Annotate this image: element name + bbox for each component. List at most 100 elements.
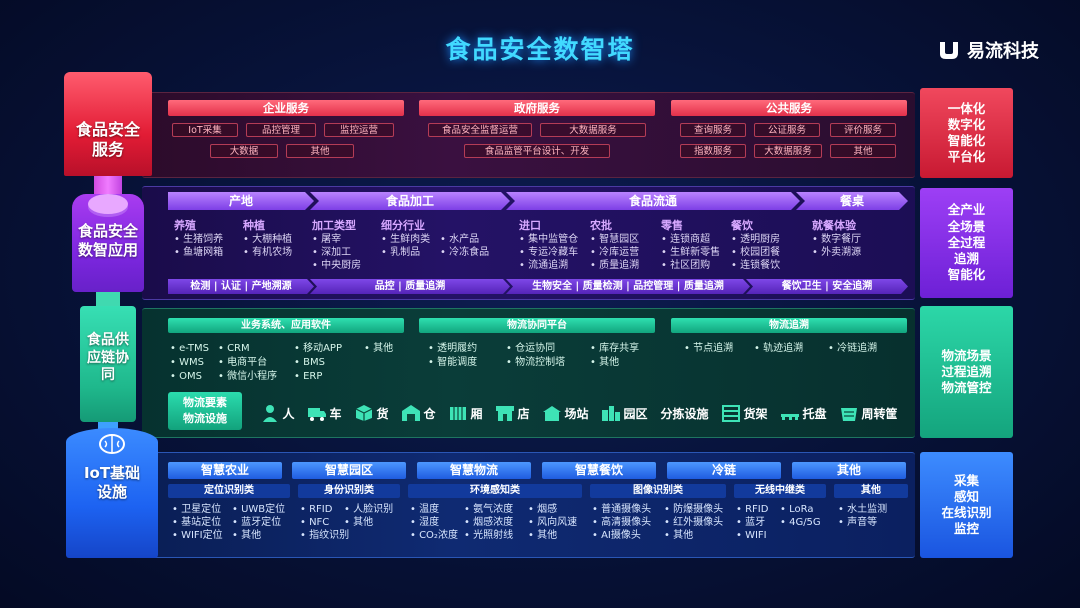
logistics-elements-label: 物流要素物流设施 bbox=[168, 392, 242, 430]
stage-origin: 产地 bbox=[168, 192, 314, 210]
service-pill[interactable]: 大数据服务 bbox=[540, 123, 646, 137]
software-item: • 其他 bbox=[364, 343, 394, 354]
app-col-title: 进口 bbox=[519, 219, 541, 232]
iot-item: • 卫星定位 bbox=[172, 504, 222, 515]
stage-circulation: 食品流通 bbox=[506, 192, 800, 210]
service-pill[interactable]: 其他 bbox=[286, 144, 354, 158]
element-pallet: 托盘 bbox=[780, 404, 827, 422]
stage-footer: 品控 | 质量追溯 bbox=[310, 279, 510, 294]
platform-item: • 其他 bbox=[590, 357, 620, 368]
app-item: • 连锁餐饮 bbox=[731, 260, 781, 271]
iot-item: • UWB定位 bbox=[232, 504, 286, 515]
page-title: 食品安全数智塔 bbox=[445, 35, 635, 64]
iot-header: 智慧物流 bbox=[417, 462, 531, 479]
iot-item: • 指纹识别 bbox=[300, 530, 350, 541]
software-header: 业务系统、应用软件 bbox=[168, 318, 404, 333]
store-icon bbox=[496, 406, 515, 421]
app-col-title: 就餐体验 bbox=[812, 219, 856, 232]
app-col-title: 餐饮 bbox=[731, 219, 753, 232]
app-item: • 生鲜新零售 bbox=[661, 247, 721, 258]
iot-subheader: 定位识别类 bbox=[168, 484, 290, 498]
app-item: • 数字餐厅 bbox=[812, 234, 862, 245]
service-pill[interactable]: 监控运营 bbox=[324, 123, 394, 137]
iot-item: • 湿度 bbox=[410, 517, 440, 528]
service-pill[interactable]: IoT采集 bbox=[172, 123, 238, 137]
stage-footer: 生物安全 | 质量检测 | 品控管理 | 质量追溯 bbox=[506, 279, 750, 294]
service-pill[interactable]: 公证服务 bbox=[754, 123, 820, 137]
software-item: • WMS bbox=[170, 357, 204, 368]
app-item: • 水产品 bbox=[440, 234, 480, 245]
trace-item: • 节点追溯 bbox=[684, 343, 734, 354]
iot-subheader: 其他 bbox=[834, 484, 908, 498]
service-pill[interactable]: 评价服务 bbox=[830, 123, 896, 137]
iot-item: • 普通摄像头 bbox=[592, 504, 652, 515]
shelf-icon bbox=[722, 405, 741, 422]
iot-item: • 风向风速 bbox=[528, 517, 578, 528]
app-col-title: 农批 bbox=[590, 219, 612, 232]
iot-item: • 光照射线 bbox=[464, 530, 514, 541]
service-pill[interactable]: 食品监管平台设计、开发 bbox=[464, 144, 610, 158]
service-pill[interactable]: 其他 bbox=[830, 144, 896, 158]
tower-layer-iot-label: IoT基础设施 bbox=[83, 464, 141, 501]
brand-logo: 易流科技 bbox=[936, 37, 1039, 63]
iot-subheader: 图像识别类 bbox=[590, 484, 726, 498]
service-pill[interactable]: 指数服务 bbox=[680, 144, 746, 158]
service-pill[interactable]: 大数据服务 bbox=[754, 144, 822, 158]
element-warehouse: 仓 bbox=[401, 404, 436, 422]
iot-item: • 声音等 bbox=[838, 517, 878, 528]
software-item: • 移动APP bbox=[294, 343, 342, 354]
service-pill[interactable]: 食品安全监督运营 bbox=[428, 123, 532, 137]
app-item: • 鱼塘网箱 bbox=[174, 247, 224, 258]
iot-item: • 高清摄像头 bbox=[592, 517, 652, 528]
stage-processing: 食品加工 bbox=[310, 192, 510, 210]
platform-item: • 仓运协同 bbox=[506, 343, 556, 354]
right-label-supply-text: 物流场景 过程追溯 物流管控 bbox=[941, 347, 992, 396]
app-item: • 质量追溯 bbox=[590, 260, 640, 271]
service-pill[interactable]: 查询服务 bbox=[680, 123, 746, 137]
iot-item: • 氨气浓度 bbox=[464, 504, 514, 515]
enterprise-service-header: 企业服务 bbox=[168, 100, 404, 116]
right-label-iot-text: 采集 感知 在线识别 监控 bbox=[941, 472, 992, 537]
iot-item: • CO₂浓度 bbox=[410, 530, 458, 541]
software-item: • OMS bbox=[170, 371, 202, 382]
logo-icon bbox=[940, 42, 958, 59]
person-icon bbox=[263, 405, 278, 422]
tower-layer-supply-label: 食品供应链协同 bbox=[87, 332, 129, 383]
platform-item: • 智能调度 bbox=[428, 357, 478, 368]
right-label-application-text: 全产业 全场景 全过程 追溯 智能化 bbox=[947, 202, 986, 283]
app-item: • 深加工 bbox=[312, 247, 352, 258]
tower-layer-supply: 食品供应链协同 bbox=[80, 306, 136, 422]
logistics-elements-label-text: 物流要素物流设施 bbox=[183, 396, 227, 425]
iot-item: • 温度 bbox=[410, 504, 440, 515]
element-truck: 车 bbox=[307, 404, 342, 422]
stage-table: 餐桌 bbox=[796, 192, 908, 210]
right-label-service: 一体化 数字化 智能化 平台化 bbox=[920, 88, 1013, 178]
iot-item: • 其他 bbox=[528, 530, 558, 541]
platform-item: • 库存共享 bbox=[590, 343, 640, 354]
iot-item: • NFC bbox=[300, 517, 330, 528]
stage-footer: 餐饮卫生 | 安全追溯 bbox=[746, 279, 908, 294]
app-item: • 大棚种植 bbox=[243, 234, 293, 245]
app-item: • 连锁商超 bbox=[661, 234, 711, 245]
tower-layer-service-label: 食品安全服务 bbox=[76, 120, 141, 159]
app-item: • 中央厨房 bbox=[312, 260, 362, 271]
iot-item: • 水土监测 bbox=[838, 504, 888, 515]
service-pill[interactable]: 大数据 bbox=[210, 144, 278, 158]
right-label-service-text: 一体化 数字化 智能化 平台化 bbox=[947, 100, 986, 165]
iot-subheader: 身份识别类 bbox=[298, 484, 400, 498]
brain-icon bbox=[99, 434, 125, 454]
iot-item: • 基站定位 bbox=[172, 517, 222, 528]
iot-item: • 其他 bbox=[344, 517, 374, 528]
platform-item: • 透明履约 bbox=[428, 343, 478, 354]
app-item: • 乳制品 bbox=[381, 247, 421, 258]
app-col-title: 细分行业 bbox=[381, 219, 425, 232]
trace-item: • 轨迹追溯 bbox=[754, 343, 804, 354]
service-pill[interactable]: 品控管理 bbox=[246, 123, 316, 137]
iot-item: • WIFI bbox=[736, 530, 767, 541]
logo-text: 易流科技 bbox=[967, 41, 1039, 62]
element-park: 园区 bbox=[601, 404, 648, 422]
element-crate: 周转筐 bbox=[839, 404, 898, 422]
pallet-icon bbox=[781, 414, 800, 420]
element-person: 人 bbox=[260, 404, 295, 422]
tower-neck bbox=[94, 176, 122, 194]
